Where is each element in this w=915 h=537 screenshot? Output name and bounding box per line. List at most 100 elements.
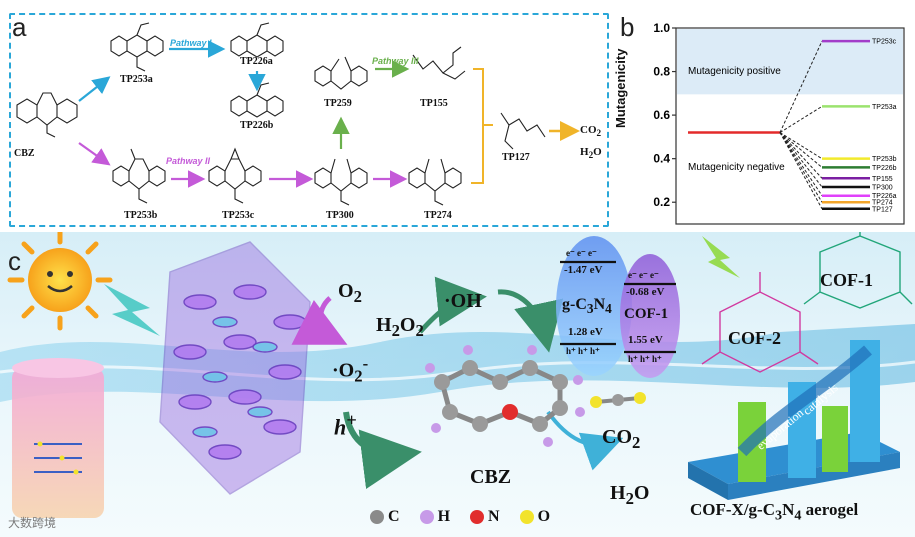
cbz-label: CBZ	[14, 148, 35, 159]
panel-b-letter: b	[620, 12, 635, 42]
panel-a-letter: a	[12, 12, 27, 42]
oxygen-swatch-icon	[519, 510, 534, 524]
legend-oxygen: O	[519, 508, 550, 526]
cof-holes: h⁺ h⁺ h⁺	[628, 354, 662, 364]
pathway-scheme	[16, 22, 580, 206]
tp259-structure	[314, 56, 368, 90]
cof-framework	[159, 241, 311, 495]
cof2-network	[701, 272, 819, 373]
gcn-vb-value: 1.28 eV	[568, 326, 603, 338]
level-label-tp226b: TP226b	[872, 165, 897, 172]
cof1-label: COF-1	[820, 270, 873, 290]
cof1-band-label: COF-1	[624, 306, 669, 322]
tp253b-structure	[112, 148, 166, 204]
cbz-structure	[16, 92, 78, 138]
hydrogen-swatch-icon	[419, 510, 434, 524]
beaker-icon	[12, 358, 104, 518]
water-wave	[0, 324, 915, 402]
superoxide-label: ·O2-	[332, 354, 369, 386]
cof-vb-value: 1.55 eV	[628, 334, 663, 346]
connector-tp274	[779, 132, 823, 203]
cbz-molecule	[425, 345, 585, 447]
aerogel-platform	[688, 340, 900, 500]
y-tick-label: 1.0	[653, 21, 670, 35]
tp253b-label: TP253b	[124, 210, 158, 221]
connector-tp253c	[779, 40, 823, 133]
mutagenicity-negative-label: Mutagenicity negative	[688, 162, 785, 173]
gcn-cb-value: -1.47 eV	[564, 264, 603, 276]
legend-nitrogen: N	[470, 508, 500, 526]
level-label-tp300: TP300	[872, 184, 893, 191]
aerogel-label: COF-X/g-C3N4 aerogel	[690, 500, 859, 524]
cof-electrons: e⁻ e⁻ e⁻	[628, 270, 659, 280]
tp253c-structure	[208, 147, 262, 204]
panel-c-art	[0, 232, 915, 518]
tp155-structure	[412, 46, 466, 80]
cof-cb-value: -0.68 eV	[626, 286, 665, 298]
connector-tp253a	[779, 105, 823, 133]
mutagenicity-axis-label: Mutagenicity	[613, 48, 628, 128]
tp259-label: TP259	[324, 98, 352, 109]
light-bolt-icon-2	[702, 236, 740, 278]
cof2-label: COF-2	[728, 328, 781, 348]
y-tick-label: 0.4	[653, 152, 670, 166]
level-label-tp274: TP274	[872, 200, 893, 207]
co2-label: CO2	[602, 426, 641, 452]
band-diagram	[556, 236, 680, 378]
gcn-holes: h⁺ h⁺ h⁺	[566, 346, 600, 356]
pathway-2-label: Pathway II	[166, 156, 211, 166]
hole-label: h+	[334, 410, 357, 440]
sun-icon	[7, 232, 113, 331]
tp253a-structure	[110, 22, 164, 72]
co2-molecule	[590, 392, 646, 408]
level-label-tp253c: TP253c	[872, 39, 897, 46]
connector-tp226b	[779, 132, 823, 168]
h2o-label: H2O	[610, 482, 650, 508]
watermark: 大数跨境	[8, 516, 57, 530]
tp155-label: TP155	[420, 98, 448, 109]
o2-label: O2	[338, 280, 362, 306]
y-tick-label: 0.2	[653, 195, 670, 209]
tp253c-label: TP253c	[222, 210, 255, 221]
panel-a-frame	[9, 13, 609, 227]
tp226a-structure	[230, 22, 284, 58]
atom-legend: C H N O	[370, 508, 550, 526]
gcn-electrons: e⁻ e⁻ e⁻	[566, 248, 597, 258]
panel-c-scene: c O2 H2O2 ·OH ·O2- h+ CBZ CO2 H2O e⁻ e⁻ …	[0, 232, 915, 537]
cbz-molecule-label: CBZ	[470, 466, 512, 488]
oh-radical-label: ·OH	[444, 290, 482, 312]
level-label-tp127: TP127	[872, 206, 893, 213]
y-tick-label: 0.6	[653, 108, 670, 122]
tp274-label: TP274	[424, 210, 452, 221]
mutagenicity-positive-label: Mutagenicity positive	[688, 66, 781, 77]
panel-a-h2o: H2O	[580, 146, 602, 161]
carbon-swatch-icon	[370, 510, 384, 524]
tp127-structure	[500, 112, 546, 150]
tp253a-label: TP253a	[120, 74, 153, 85]
tp226b-label: TP226b	[240, 120, 274, 131]
light-bolt-icon	[104, 284, 160, 336]
connector-tp300	[779, 132, 823, 188]
panel-c-letter: c	[8, 246, 21, 276]
tp274-structure	[408, 158, 462, 206]
nitrogen-swatch-icon	[470, 510, 485, 524]
h2o2-label: H2O2	[376, 314, 424, 340]
gcn-label: g-C3N4	[562, 296, 612, 317]
level-label-tp226a: TP226a	[872, 193, 897, 200]
y-tick-label: 0.8	[653, 65, 670, 79]
tp300-label: TP300	[326, 210, 354, 221]
connector-tp155	[779, 132, 823, 179]
tp226b-structure	[230, 82, 284, 118]
tp127-label: TP127	[502, 152, 530, 163]
pathway-1-label: Pathway I	[170, 38, 212, 48]
level-label-tp155: TP155	[872, 176, 893, 183]
connector-tp253b	[779, 132, 823, 160]
mutagenicity-chart: 1.0 0.8 0.6 0.4 0.2 TP253cTP253aTP253bTP226b…	[653, 21, 905, 225]
tp226a-label: TP226a	[240, 56, 273, 67]
level-label-tp253b: TP253b	[872, 156, 897, 163]
pathway-3-label: Pathway III	[372, 56, 419, 66]
tp300-structure	[314, 158, 368, 206]
connector-tp127	[779, 132, 823, 209]
level-label-tp253a: TP253a	[872, 104, 897, 111]
legend-hydrogen: H	[419, 508, 450, 526]
